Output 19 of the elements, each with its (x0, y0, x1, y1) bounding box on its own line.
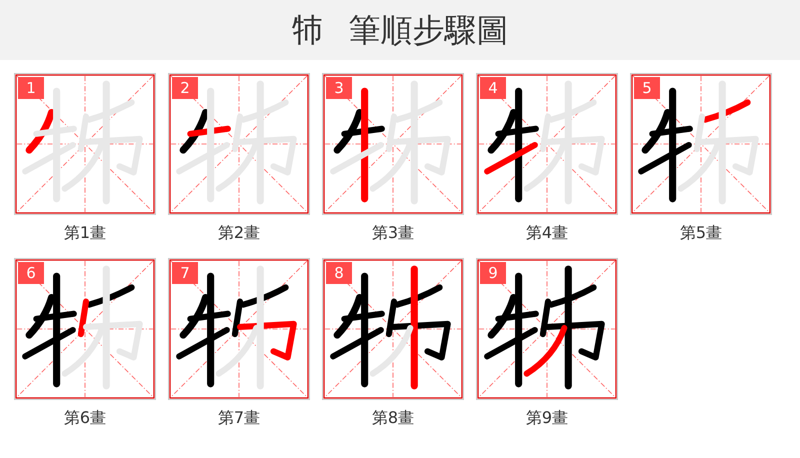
step-number: 6 (18, 262, 44, 284)
step-caption: 第6畫 (64, 408, 106, 427)
step-caption: 第3畫 (372, 223, 414, 242)
step-caption: 第1畫 (64, 223, 106, 242)
page-title: 㸬 筆順步驟圖 (292, 11, 508, 49)
step-number: 4 (480, 77, 506, 99)
step-number: 2 (172, 77, 198, 99)
step-caption: 第4畫 (526, 223, 568, 242)
step-caption: 第7畫 (218, 408, 260, 427)
step-number: 5 (634, 77, 660, 99)
step-caption: 第9畫 (526, 408, 568, 427)
step-number: 3 (326, 77, 352, 99)
step-number: 1 (18, 77, 44, 99)
step-number: 8 (326, 262, 352, 284)
step-number: 7 (172, 262, 198, 284)
step-caption: 第2畫 (218, 223, 260, 242)
step-caption: 第5畫 (680, 223, 722, 242)
step-caption: 第8畫 (372, 408, 414, 427)
step-number: 9 (480, 262, 506, 284)
